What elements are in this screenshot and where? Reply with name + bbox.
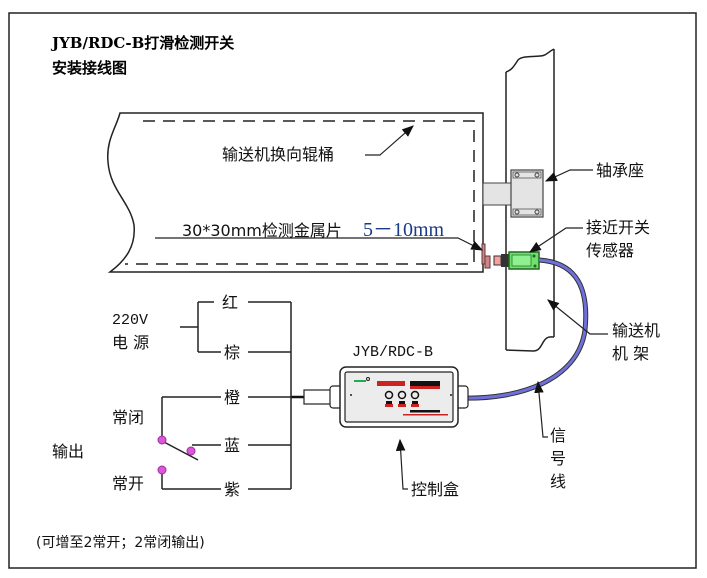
bearing-housing — [482, 169, 544, 218]
bearing-leader — [544, 169, 593, 182]
output-label: 输出 — [52, 442, 84, 461]
pulley-label: 输送机换向辊桶 — [222, 145, 334, 164]
control-box-label: 控制盒 — [411, 480, 459, 499]
wire-label-blue: 蓝 — [224, 436, 240, 455]
signal-line-label-3: 线 — [550, 472, 566, 491]
wiring-bus — [161, 301, 292, 490]
wire-label-red: 红 — [222, 293, 238, 312]
wire-label-orange: 橙 — [224, 388, 240, 407]
no-label: 常开 — [112, 474, 144, 493]
wire-label-brown: 棕 — [224, 343, 240, 362]
pulley-drum — [107, 112, 484, 273]
sensor-label-line1: 接近开关 — [586, 218, 650, 237]
frame-label-line2: 机 架 — [612, 344, 649, 363]
sensor-label-line2: 传感器 — [586, 241, 634, 260]
signal-line-label-2: 号 — [550, 449, 566, 468]
nc-label: 常闭 — [112, 408, 144, 427]
conveyor-frame — [505, 48, 555, 352]
proximity-sensor — [493, 251, 540, 270]
diagram-title-line2: 安装接线图 — [52, 59, 127, 77]
footnote: (可增至2常开；2常闭输出) — [36, 535, 205, 551]
pulley-leader — [365, 125, 414, 156]
signal-line-leader — [534, 380, 548, 438]
power-label: 电 源 — [112, 333, 149, 352]
common-contact — [186, 446, 196, 456]
control-box — [291, 366, 469, 428]
signal-line-label-1: 信 — [550, 426, 566, 445]
power-voltage-label: 220V — [112, 312, 148, 329]
metal-plate-label: 30*30mm检测金属片 — [182, 221, 342, 240]
signal-cable-outline — [459, 257, 589, 401]
metal-plate-leader — [155, 237, 484, 251]
no-contact — [157, 465, 167, 475]
diagram-title-line1: JYB/RDC-B打滑检测开关 — [50, 34, 234, 52]
sensor-leader — [529, 227, 583, 253]
frame-label-line1: 输送机 — [612, 321, 660, 340]
signal-cable — [459, 258, 588, 400]
frame-leader — [547, 299, 608, 335]
outer-frame — [8, 12, 697, 569]
nc-contact — [157, 435, 167, 445]
gap-distance-label: 5－10mm — [363, 219, 445, 241]
bearing-label: 轴承座 — [596, 161, 644, 180]
metal-plate — [481, 243, 491, 269]
control-box-leader — [395, 438, 408, 490]
wire-label-purple: 紫 — [224, 480, 240, 499]
controller-model-label: JYB/RDC-B — [352, 344, 433, 361]
